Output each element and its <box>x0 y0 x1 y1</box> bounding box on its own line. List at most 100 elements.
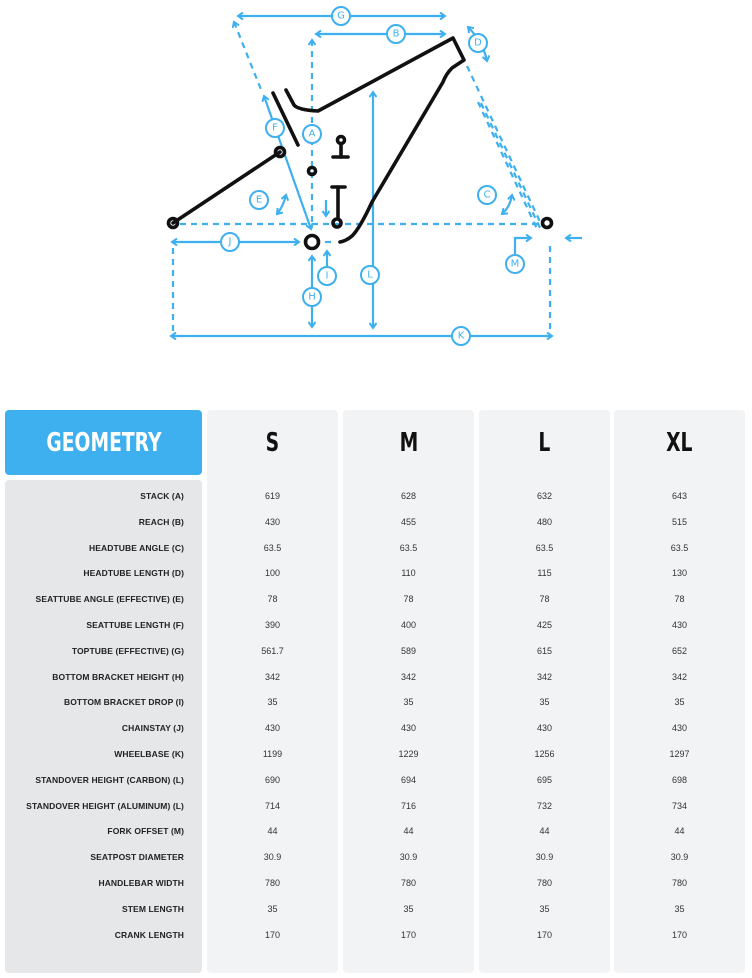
table-cell: 480 <box>536 516 553 527</box>
dimension-lines <box>171 16 582 336</box>
table-cell: 400 <box>400 620 417 630</box>
table-cell: 698 <box>671 774 688 785</box>
geometry-title: GEOMETRY <box>5 410 202 475</box>
table-cell: 44 <box>403 826 414 837</box>
table-cell: 734 <box>671 800 688 811</box>
table-cell: 78 <box>403 594 414 605</box>
geometry-diagram: G B D F A E C J I H L M K <box>166 6 582 346</box>
size-header-label: S <box>265 427 280 458</box>
dimension-label-c: C <box>477 185 497 205</box>
row-label: HEADTUBE ANGLE (C) <box>89 542 184 553</box>
row-label: STANDOVER HEIGHT (CARBON) (L) <box>35 774 184 785</box>
table-cell: 44 <box>674 826 685 837</box>
table-cell: 455 <box>400 516 417 527</box>
svg-text:G: G <box>337 11 345 22</box>
svg-text:H: H <box>308 292 316 303</box>
table-cell: 35 <box>403 903 414 914</box>
row-label: SEATPOST DIAMETER <box>90 852 184 863</box>
row-label: HEADTUBE LENGTH (D) <box>83 568 184 579</box>
row-label: REACH (B) <box>138 516 184 527</box>
geometry-title-text: GEOMETRY <box>45 427 162 458</box>
table-cell: 628 <box>400 491 417 501</box>
table-cell: 430 <box>264 516 281 527</box>
svg-text:B: B <box>393 29 400 40</box>
size-header: XL <box>614 410 745 475</box>
row-label: FORK OFFSET (M) <box>107 826 184 837</box>
table-cell: 170 <box>264 929 281 940</box>
svg-text:J: J <box>228 237 232 248</box>
table-cell: 35 <box>539 903 550 914</box>
svg-text:C: C <box>484 190 491 201</box>
dimension-label-a: A <box>302 124 322 144</box>
svg-text:A: A <box>309 129 316 140</box>
table-cell: 1199 <box>262 749 283 759</box>
table-cell: 619 <box>264 491 281 501</box>
table-cell: 430 <box>264 723 281 734</box>
table-cell: 780 <box>536 878 553 888</box>
dimension-label-j: J <box>220 232 240 252</box>
table-cell: 130 <box>671 568 688 579</box>
table-cell: 35 <box>267 903 278 914</box>
table-cell: 170 <box>671 929 688 940</box>
table-cell: 716 <box>400 800 417 811</box>
size-header-label: M <box>399 427 418 458</box>
table-cell: 714 <box>264 800 281 811</box>
dimension-label-f: F <box>265 118 285 138</box>
table-cell: 35 <box>267 697 278 708</box>
dimension-label-e: E <box>249 190 269 210</box>
dimension-label-d: D <box>468 33 488 53</box>
table-cell: 615 <box>536 645 553 656</box>
table-cell: 780 <box>671 878 688 888</box>
table-cell: 170 <box>400 929 417 940</box>
size-header: L <box>479 410 610 475</box>
table-cell: 35 <box>674 903 685 914</box>
table-cell: 342 <box>671 671 688 682</box>
size-header: M <box>343 410 474 475</box>
table-cell: 430 <box>671 620 688 630</box>
table-cell: 561.7 <box>261 645 284 656</box>
table-cell: 690 <box>264 774 281 785</box>
table-cell: 342 <box>400 671 417 682</box>
table-cell: 63.5 <box>670 542 689 553</box>
row-label: WHEELBASE (K) <box>114 749 184 759</box>
table-cell: 695 <box>536 774 553 785</box>
svg-text:K: K <box>458 331 465 342</box>
svg-text:M: M <box>511 259 520 270</box>
svg-text:L: L <box>367 270 373 281</box>
table-cell: 732 <box>536 800 553 811</box>
table-cell: 63.5 <box>535 542 554 553</box>
dimension-label-i: I <box>317 266 337 286</box>
table-cell: 63.5 <box>263 542 282 553</box>
row-label: CRANK LENGTH <box>114 929 184 940</box>
row-label: SEATTUBE LENGTH (F) <box>86 620 184 630</box>
size-header-label: L <box>538 427 551 458</box>
dimension-label-h: H <box>302 287 322 307</box>
table-cell: 30.9 <box>670 852 689 863</box>
table-cell: 35 <box>674 697 685 708</box>
table-cell: 100 <box>264 568 281 579</box>
table-cell: 342 <box>536 671 553 682</box>
table-cell: 30.9 <box>399 852 418 863</box>
table-cell: 430 <box>671 723 688 734</box>
table-cell: 115 <box>537 568 552 579</box>
table-cell: 515 <box>671 516 688 527</box>
row-label: STACK (A) <box>140 491 184 501</box>
size-header: S <box>207 410 338 475</box>
table-cell: 652 <box>671 645 688 656</box>
table-cell: 78 <box>674 594 685 605</box>
row-label: STANDOVER HEIGHT (ALUMINUM) (L) <box>26 800 184 811</box>
table-cell: 430 <box>400 723 417 734</box>
row-label: BOTTOM BRACKET DROP (I) <box>63 697 184 708</box>
dimension-label-b: B <box>386 24 406 44</box>
svg-text:D: D <box>474 38 482 49</box>
dimension-label-k: K <box>451 326 471 346</box>
table-cell: 390 <box>264 620 281 630</box>
table-cell: 643 <box>671 491 688 501</box>
dimension-label-g: G <box>331 6 351 26</box>
table-cell: 589 <box>400 645 417 656</box>
table-cell: 78 <box>539 594 550 605</box>
